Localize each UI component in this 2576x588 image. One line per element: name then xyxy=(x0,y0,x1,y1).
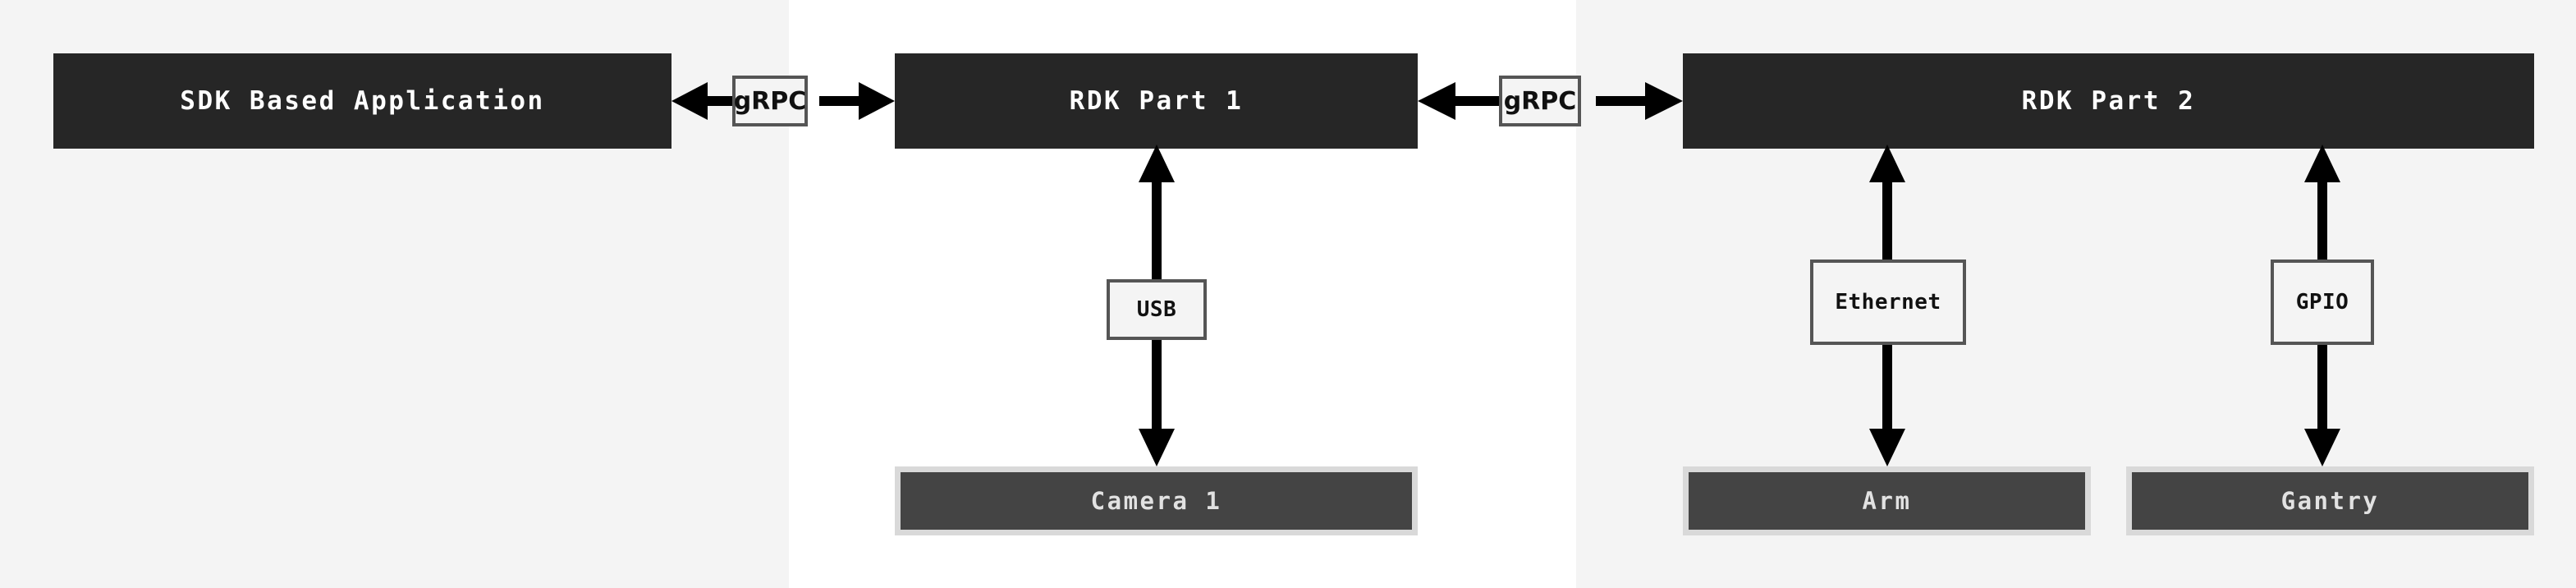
edge-sdk-to-rdk-part-1 xyxy=(672,80,895,122)
edge-label-grpc-left-text: gRPC xyxy=(733,86,807,116)
leaf-camera-1-label: Camera 1 xyxy=(1090,487,1222,515)
node-rdk-part-2[interactable]: RDK Part 2 xyxy=(1683,53,2534,149)
leaf-gantry[interactable]: Gantry xyxy=(2126,466,2534,535)
node-rdk-part-2-label: RDK Part 2 xyxy=(2021,86,2196,116)
edge-label-usb-text: USB xyxy=(1136,297,1177,322)
edge-label-gpio[interactable]: GPIO xyxy=(2271,260,2374,345)
leaf-gantry-label: Gantry xyxy=(2280,487,2380,515)
edge-label-grpc-right[interactable]: gRPC xyxy=(1499,76,1581,126)
edge-label-usb[interactable]: USB xyxy=(1107,279,1207,340)
edge-label-grpc-left[interactable]: gRPC xyxy=(732,76,808,126)
edge-label-ethernet-text: Ethernet xyxy=(1835,290,1941,315)
node-rdk-part-1-label: RDK Part 1 xyxy=(1069,86,1244,116)
edge-label-gpio-text: GPIO xyxy=(2295,290,2349,315)
edge-label-grpc-right-text: gRPC xyxy=(1503,86,1577,116)
leaf-camera-1[interactable]: Camera 1 xyxy=(895,466,1418,535)
edge-rdk-part-1-to-rdk-part-2 xyxy=(1418,80,1683,122)
node-rdk-part-1[interactable]: RDK Part 1 xyxy=(895,53,1418,149)
leaf-arm-label: Arm xyxy=(1862,487,1912,515)
edge-rdk-part-1-to-camera-1 xyxy=(1135,145,1178,466)
edge-label-ethernet[interactable]: Ethernet xyxy=(1810,260,1966,345)
node-sdk-based-application-label: SDK Based Application xyxy=(180,86,545,116)
leaf-arm[interactable]: Arm xyxy=(1683,466,2091,535)
node-sdk-based-application[interactable]: SDK Based Application xyxy=(53,53,672,149)
